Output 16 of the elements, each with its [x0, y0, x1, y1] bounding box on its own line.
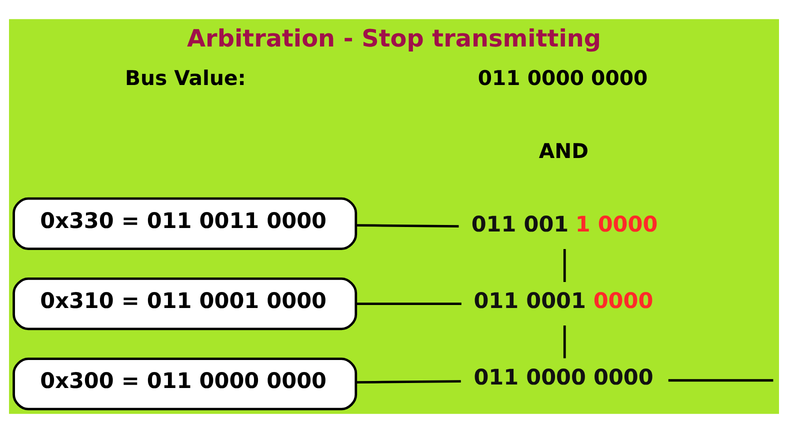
label: Bus Value: — [124, 66, 246, 90]
connector — [562, 325, 566, 358]
connector — [562, 248, 566, 282]
connector — [668, 378, 773, 382]
node-text: 011 0000 0000 — [473, 364, 653, 390]
node-text: 011 001 1 0000 — [470, 212, 658, 237]
diagram-title: Arbitration - Stop transmitting — [186, 24, 601, 52]
node-box: 0x300 = 011 0000 0000 — [12, 357, 357, 410]
label: 011 0000 0000 — [477, 66, 648, 90]
node-text: 011 0001 0000 — [473, 288, 653, 314]
label: AND — [538, 138, 588, 163]
connector — [355, 380, 460, 384]
node-box: 0x330 = 011 0011 0000 — [12, 196, 357, 250]
connector — [355, 224, 458, 227]
node-box: 0x310 = 011 0001 0000 — [12, 277, 357, 330]
connector — [355, 302, 461, 305]
